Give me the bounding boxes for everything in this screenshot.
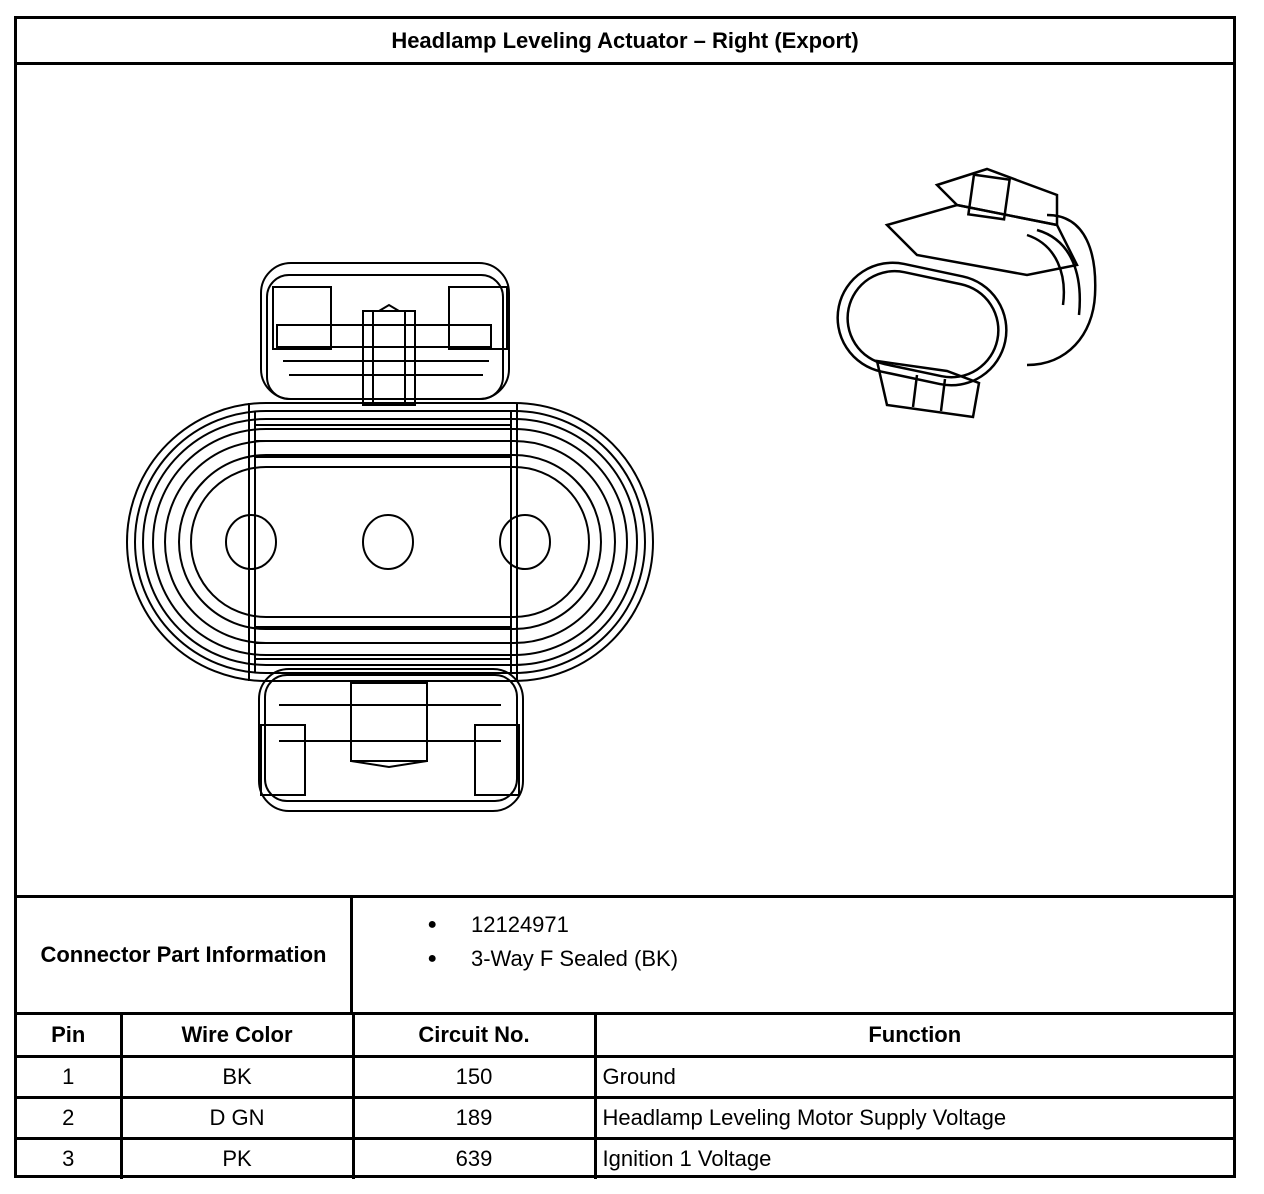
- connector-sheet: Headlamp Leveling Actuator – Right (Expo…: [14, 16, 1236, 1179]
- list-item: ● 12124971: [353, 908, 1233, 942]
- pin-cavities: [225, 514, 551, 570]
- table-header-row: Pin Wire Color Circuit No. Function: [17, 1015, 1233, 1058]
- wire-color-cell: D GN: [119, 1095, 355, 1140]
- pin-cavity-3: [499, 514, 551, 570]
- connector-info-label: Connector Part Information: [17, 898, 353, 1012]
- pin-cavity-2: [362, 514, 414, 570]
- connector-isometric-view: [836, 167, 1097, 419]
- wire-color-cell: PK: [119, 1136, 355, 1179]
- connector-face-view: [126, 167, 1097, 812]
- connector-part-information: Connector Part Information ● 12124971 ● …: [17, 895, 1233, 1015]
- bullet-icon: ●: [427, 916, 437, 933]
- pin-cell: 1: [17, 1054, 123, 1099]
- pin-cavity-1: [225, 514, 277, 570]
- pin-cell: 3: [17, 1136, 123, 1179]
- part-number: 12124971: [471, 912, 569, 937]
- function-cell: Ignition 1 Voltage: [593, 1136, 1233, 1179]
- pin-table: Pin Wire Color Circuit No. Function 1 BK…: [17, 1015, 1233, 1179]
- list-item: ● 3-Way F Sealed (BK): [353, 942, 1233, 976]
- page-title: Headlamp Leveling Actuator – Right (Expo…: [17, 19, 1233, 65]
- pin-cell: 2: [17, 1095, 123, 1140]
- bottom-lock: [258, 668, 524, 812]
- connector-drawing-area: [17, 65, 1233, 895]
- header-pin: Pin: [17, 1015, 123, 1058]
- top-latch: [260, 262, 510, 406]
- connector-body: [126, 402, 654, 682]
- circuit-cell: 150: [351, 1054, 597, 1099]
- header-circuit-no: Circuit No.: [351, 1015, 597, 1058]
- wire-color-cell: BK: [119, 1054, 355, 1099]
- bullet-icon: ●: [427, 950, 437, 967]
- header-wire-color: Wire Color: [119, 1015, 355, 1058]
- circuit-cell: 639: [351, 1136, 597, 1179]
- table-row: 1 BK 150 Ground: [17, 1054, 1233, 1099]
- function-cell: Headlamp Leveling Motor Supply Voltage: [593, 1095, 1233, 1140]
- function-cell: Ground: [593, 1054, 1233, 1099]
- table-row: 3 PK 639 Ignition 1 Voltage: [17, 1136, 1233, 1179]
- header-function: Function: [593, 1015, 1233, 1058]
- circuit-cell: 189: [351, 1095, 597, 1140]
- connector-description: 3-Way F Sealed (BK): [471, 946, 679, 971]
- connector-info-list: ● 12124971 ● 3-Way F Sealed (BK): [353, 898, 1233, 1022]
- table-row: 2 D GN 189 Headlamp Leveling Motor Suppl…: [17, 1095, 1233, 1140]
